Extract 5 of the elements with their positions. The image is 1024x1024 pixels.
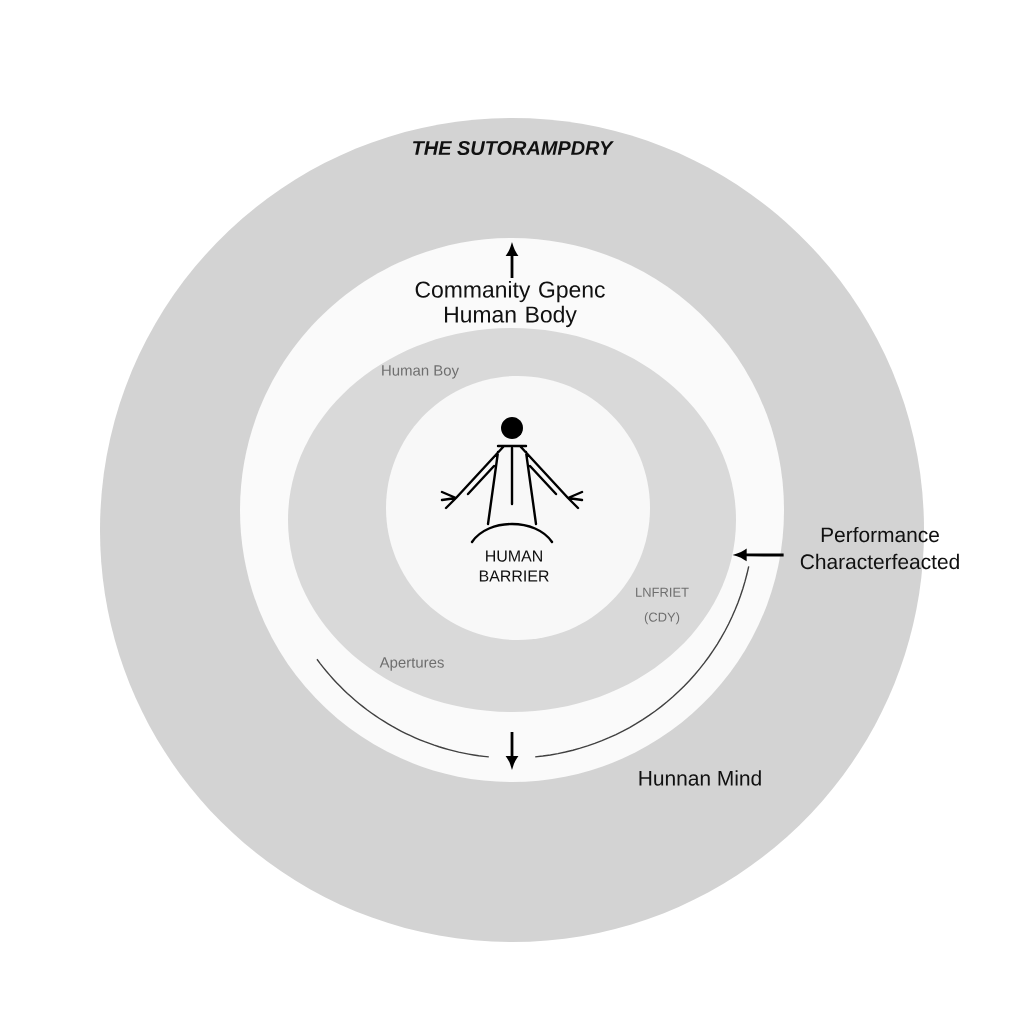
- callout-text: Performance Characterfeacted: [800, 526, 959, 570]
- arrow: [736, 549, 784, 561]
- heading: THE SUTORAMPDRY: [413, 140, 614, 156]
- ring-label: Commanity Gpenc Human Body: [415, 280, 605, 328]
- ring-label: Hunnan Mind: [639, 770, 761, 786]
